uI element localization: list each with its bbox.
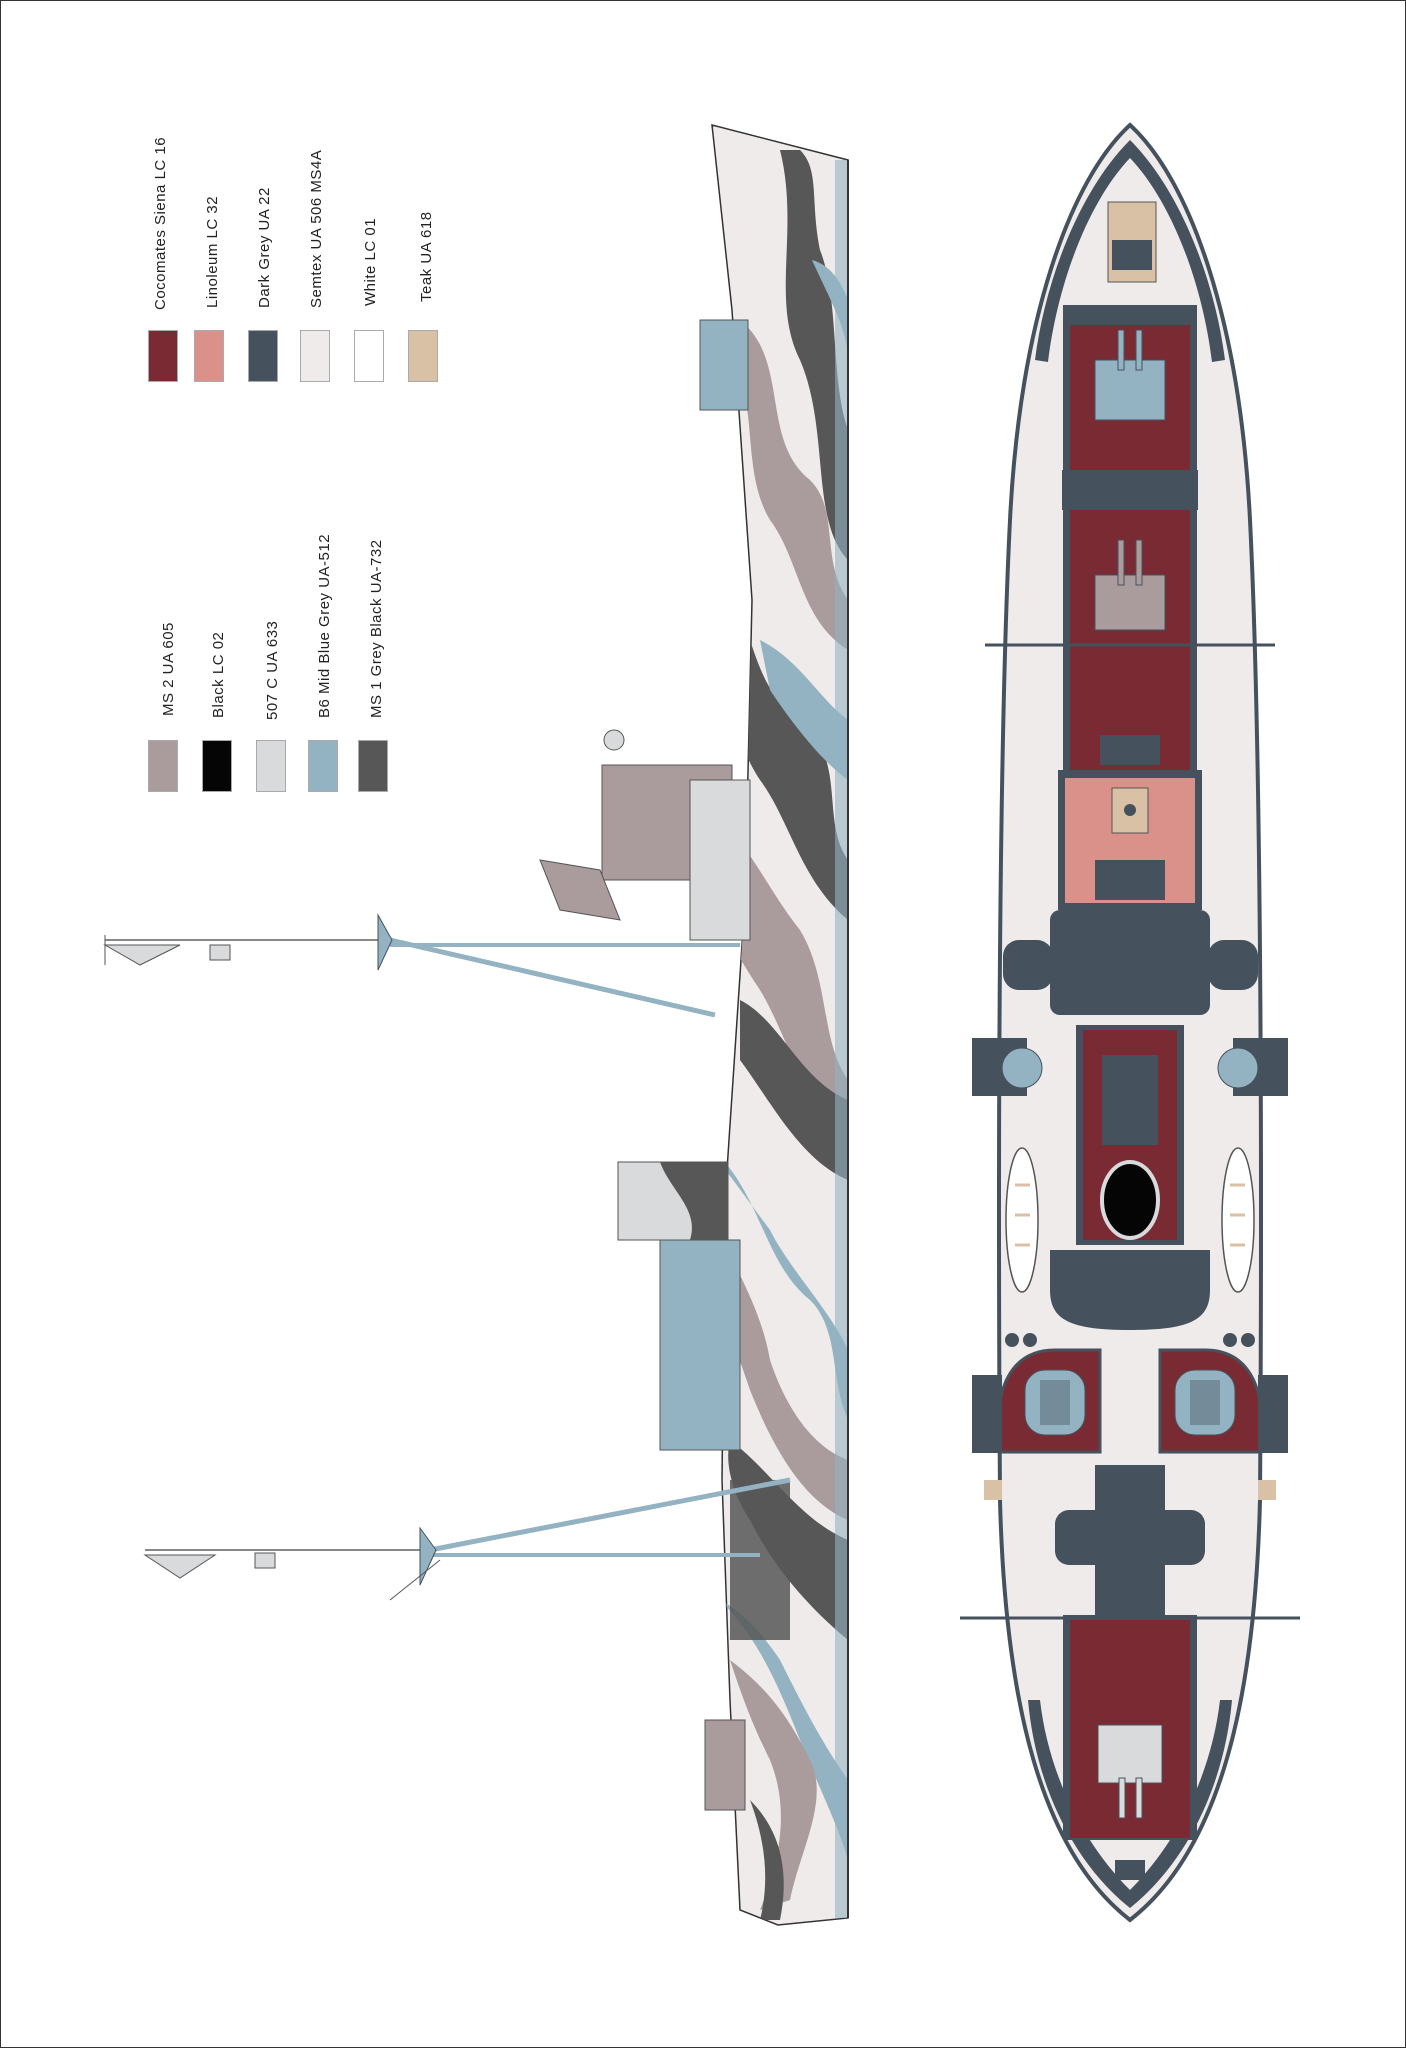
aft-deckhouse-side (730, 1480, 790, 1640)
turret-x-barrel (1118, 1777, 1126, 1819)
aa-gun-port (1001, 1047, 1043, 1089)
camo-patch (750, 1800, 784, 1920)
turret-b (1094, 574, 1166, 631)
superstructure-deckhouse (689, 779, 751, 941)
side-profile-view (103, 124, 849, 1926)
turret-a (1094, 359, 1166, 421)
waterline (835, 160, 848, 1918)
turret-b-barrel (1117, 539, 1125, 586)
turret-x (1097, 1724, 1163, 1784)
sponson-starboard-aft (1258, 1375, 1288, 1453)
mainmast (143, 1477, 791, 1601)
camo-patch (730, 1660, 817, 1910)
swatch-black (202, 740, 232, 792)
anchor-windlass (1112, 240, 1152, 270)
aa-gun-starboard (1217, 1047, 1259, 1089)
swatch-white (354, 330, 384, 382)
swatch-cocomates-siena (148, 330, 178, 382)
aft-gun-turret-side (704, 1719, 746, 1811)
carley-float (1005, 1333, 1019, 1347)
carley-float (1023, 1333, 1037, 1347)
boat-boom-starboard (1258, 1480, 1276, 1500)
aft-platform (1050, 1250, 1210, 1330)
foremast (103, 913, 740, 1018)
compass-binnacle (1124, 804, 1136, 816)
camo-patch (740, 1000, 848, 1180)
turret-a-barrel (1135, 329, 1143, 371)
swatch-semtex (300, 330, 330, 382)
top-plan-view (960, 122, 1300, 1923)
aa-director-starboard (1208, 940, 1258, 990)
aft-gun-platform (1055, 1510, 1205, 1565)
camo-patch (730, 320, 848, 650)
swatch-ms1-grey-black (358, 740, 388, 792)
lifeboat-starboard (1221, 1147, 1255, 1293)
funnel-casing (1102, 1055, 1158, 1145)
swatch-ms2 (148, 740, 178, 792)
turret-a-barrel (1117, 329, 1125, 371)
swatch-b6-mid-blue-grey (308, 740, 338, 792)
gunwale-bow (1035, 140, 1225, 362)
turret-b-barrel (1135, 539, 1143, 586)
camo-patch (780, 150, 848, 560)
sponson-port-aft (972, 1375, 1002, 1453)
midship-platform (1050, 910, 1210, 1015)
carley-float (1223, 1333, 1237, 1347)
secondary-mount-port (998, 1348, 1102, 1454)
forward-gun-turret-side (699, 319, 749, 411)
secondary-mount-starboard (1158, 1348, 1262, 1454)
turret-x-barrel (1135, 1777, 1143, 1819)
forward-bridge-wing (1062, 470, 1198, 510)
boat-boom-port (984, 1480, 1002, 1500)
funnel-camo (660, 1162, 728, 1240)
carley-float (1241, 1333, 1255, 1347)
camo-patch (760, 640, 848, 780)
searchlight (603, 729, 625, 751)
swatch-507c (256, 740, 286, 792)
deck-fitting (1100, 735, 1160, 765)
swatch-dark-grey (248, 330, 278, 382)
foremast-director (539, 859, 621, 921)
aa-director-port (1003, 940, 1053, 990)
stern-fitting (1115, 1860, 1145, 1880)
funnel-top (1100, 1160, 1160, 1240)
bridge-instruments (1095, 860, 1165, 900)
swatch-teak (408, 330, 438, 382)
swatch-linoleum (194, 330, 224, 382)
aft-superstructure (659, 1239, 741, 1451)
lifeboat-port (1005, 1147, 1039, 1293)
